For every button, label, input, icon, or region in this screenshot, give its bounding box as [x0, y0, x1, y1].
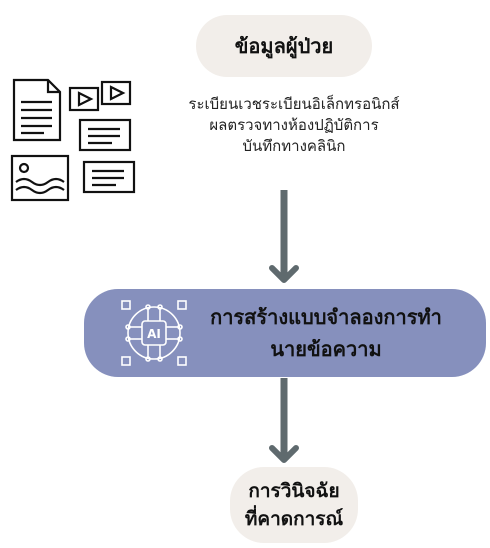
patient-data-node: ข้อมูลผู้ป่วย: [196, 15, 372, 77]
video-play-icon: [68, 86, 100, 112]
flow-arrow: [269, 378, 299, 463]
image-icon: [10, 154, 70, 202]
text-modeling-node: AI การสร้างแบบจำลองการทำ นายข้อความ: [84, 289, 486, 377]
document-icon: [12, 78, 62, 142]
data-sources-list: ระเบียนเวชระเบียนอิเล็กทรอนิกส์ ผลตรวจทา…: [168, 94, 420, 157]
text-modeling-line1: การสร้างแบบจำลองการทำ: [210, 305, 442, 329]
ai-chip-icon: AI: [121, 300, 187, 366]
source-ehr: ระเบียนเวชระเบียนอิเล็กทรอนิกส์: [188, 95, 400, 113]
diagnosis-line2: ที่คาดการณ์: [244, 508, 344, 530]
text-card-icon: [78, 118, 132, 152]
diagnosis-line1: การวินิจฉัย: [248, 480, 340, 502]
text-card-icon: [82, 160, 136, 194]
source-clinical-notes: บันทึกทางคลินิก: [242, 137, 346, 155]
text-modeling-line2: นายข้อความ: [270, 337, 382, 361]
text-modeling-label: การสร้างแบบจำลองการทำ นายข้อความ: [210, 301, 442, 365]
video-play-icon: [100, 80, 132, 106]
patient-data-label: ข้อมูลผู้ป่วย: [234, 34, 334, 58]
source-lab-results: ผลตรวจทางห้องปฏิบัติการ: [209, 116, 379, 134]
flow-arrow: [269, 190, 299, 283]
ai-chip-label: AI: [147, 327, 161, 341]
predicted-diagnosis-node: การวินิจฉัย ที่คาดการณ์: [230, 467, 358, 543]
data-source-icons: [10, 78, 136, 202]
